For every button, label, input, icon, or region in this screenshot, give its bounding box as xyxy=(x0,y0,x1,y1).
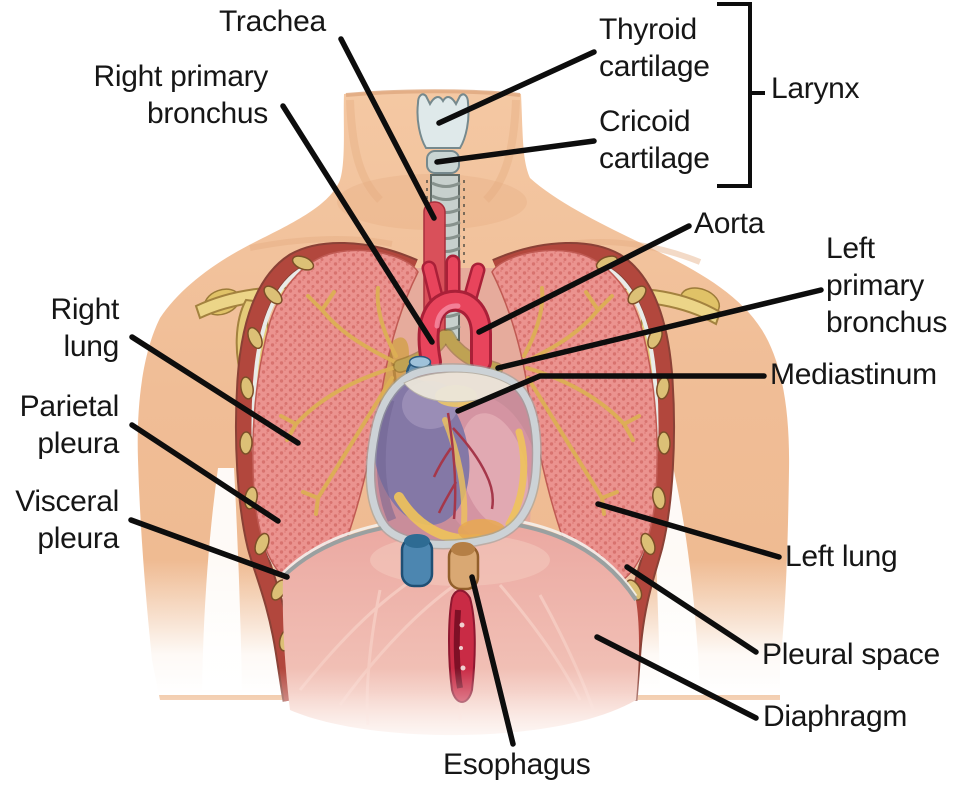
label-aorta: Aorta xyxy=(694,205,765,242)
label-esophagus: Esophagus xyxy=(443,746,591,783)
larynx-bracket xyxy=(717,2,765,188)
label-line: Parietal xyxy=(19,390,120,423)
label-left-lung: Left lung xyxy=(785,538,898,575)
pointer-right-lung xyxy=(129,334,301,446)
heart-graphic xyxy=(360,368,554,556)
label-line: Larynx xyxy=(771,72,860,105)
label-line: cartilage xyxy=(599,142,710,175)
label-line: Diaphragm xyxy=(763,700,908,733)
pointer-left-lung xyxy=(595,501,782,560)
pointer-mediastinum xyxy=(455,373,767,414)
label-parietal-pleura: Parietal pleura xyxy=(19,388,120,462)
label-line: pleura xyxy=(37,522,119,555)
label-line: Mediastinum xyxy=(770,358,937,391)
pointer-left-primary-bronchus xyxy=(495,287,824,371)
label-right-lung: Right lung xyxy=(50,291,119,365)
label-diaphragm: Diaphragm xyxy=(763,698,907,735)
label-right-primary-bronchus: Right primary bronchus xyxy=(93,58,269,132)
pointer-diaphragm xyxy=(594,634,759,721)
label-cricoid-cartilage: Cricoid cartilage xyxy=(599,103,710,177)
label-trachea: Trachea xyxy=(219,3,326,40)
bottom-fade xyxy=(0,668,962,787)
label-line: Esophagus xyxy=(443,748,591,781)
label-line: Thyroid xyxy=(599,13,697,46)
right-lung-graphic xyxy=(234,242,419,702)
label-line: Right xyxy=(50,293,119,326)
label-thyroid-cartilage: Thyroid cartilage xyxy=(599,11,710,85)
label-line: Cricoid xyxy=(599,105,691,138)
pointer-right-primary-bronchus xyxy=(280,103,435,345)
label-line: Right primary xyxy=(93,60,269,93)
label-line: Trachea xyxy=(219,5,326,38)
pointer-parietal-pleura xyxy=(129,422,281,524)
right-rib-sections xyxy=(239,255,315,652)
right-bronchial-tree xyxy=(279,286,398,516)
label-line: bronchus xyxy=(146,97,268,130)
label-line: primary xyxy=(826,269,924,302)
label-line: Left lung xyxy=(785,540,898,573)
label-line: cartilage xyxy=(599,50,710,83)
label-visceral-pleura: Visceral pleura xyxy=(15,483,119,557)
label-line: Visceral xyxy=(15,485,119,518)
label-line: Aorta xyxy=(694,207,765,240)
label-pleural-space: Pleural space xyxy=(762,636,940,673)
label-line: Pleural space xyxy=(762,638,940,671)
label-line: lung xyxy=(63,330,119,363)
label-line: Left xyxy=(826,232,875,265)
inferior-vena-cava-graphic xyxy=(400,534,434,588)
label-line: pleura xyxy=(37,427,119,460)
pointer-trachea xyxy=(338,36,437,221)
pointer-pleural-space xyxy=(624,564,759,655)
pointer-esophagus xyxy=(469,574,516,747)
label-line: bronchus xyxy=(826,306,948,339)
pointer-thyroid-cartilage xyxy=(436,49,597,126)
pointer-cricoid-cartilage xyxy=(434,138,597,165)
label-larynx: Larynx xyxy=(771,70,860,107)
pointer-aorta xyxy=(476,223,692,335)
pointer-visceral-pleura xyxy=(128,517,290,580)
label-left-primary-bronchus: Left primary bronchus xyxy=(826,230,947,341)
label-mediastinum: Mediastinum xyxy=(770,356,937,393)
